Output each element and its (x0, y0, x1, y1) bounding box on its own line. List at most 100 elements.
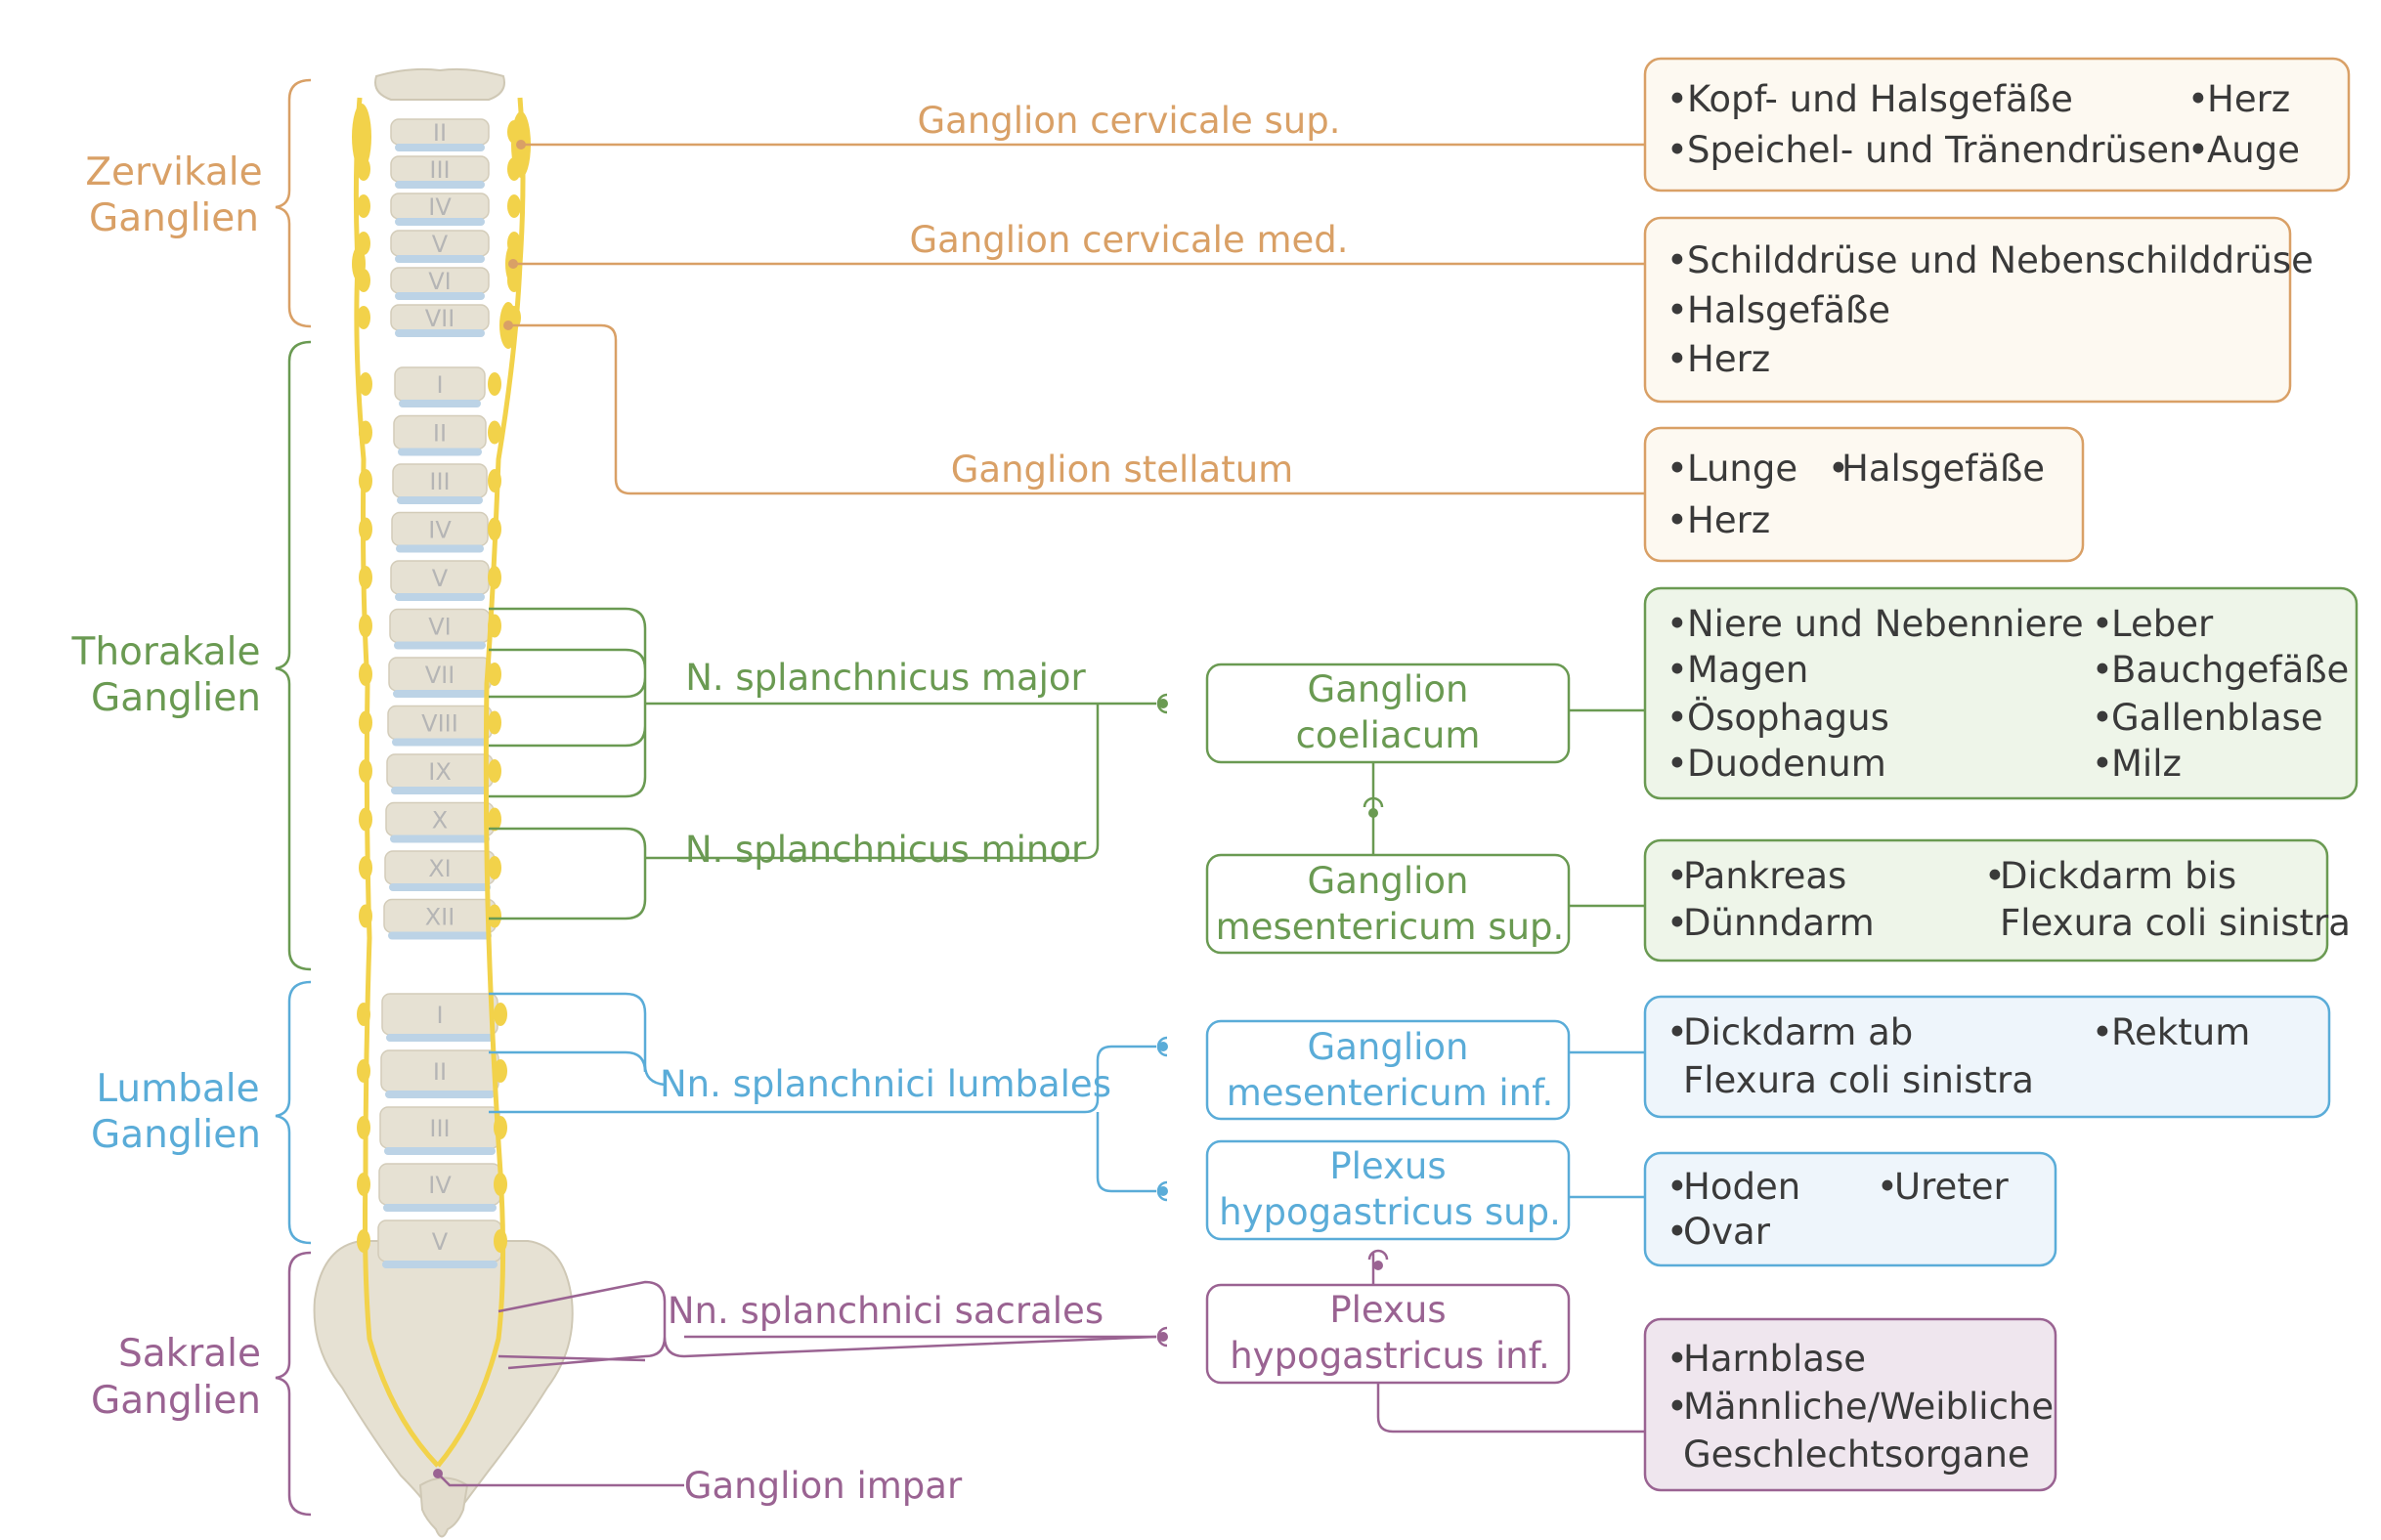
junction-mes-sup-arc (1363, 796, 1384, 808)
target-3-item3: Herz (1687, 499, 1770, 541)
target-5-item3: Dickdarm bis (2000, 855, 2236, 897)
chain-ganglia (352, 104, 531, 1253)
disc-thoracic-IX (391, 787, 489, 794)
vertebra-number-thoracic-II: II (433, 420, 447, 448)
vertebra-number-thoracic-VIII: VIII (421, 710, 458, 738)
label-splanchnicus-major: N. splanchnicus major (685, 657, 1086, 699)
line-hypo-inf-out (1376, 1380, 1645, 1433)
group-labels: Zervikale Ganglien Thorakale Ganglien Lu… (71, 150, 263, 1423)
line-splanchnicus-minor (489, 704, 1100, 920)
brace-sacral (275, 1251, 312, 1517)
chain-ganglion-right-thoracic-XI (488, 856, 501, 879)
target-6-item2: Flexura coli sinistra (1683, 1059, 2034, 1101)
mes-sup-line2: mesentericum sup. (1216, 906, 1565, 948)
vertebra-number-thoracic-VII: VII (425, 662, 455, 689)
target-5-item2: Dünndarm (1683, 902, 1875, 944)
junction-coeliacum (1158, 699, 1168, 708)
target-1-bullet1: • (1667, 78, 1688, 120)
chain-ganglion-right-cervical-IV (507, 194, 521, 218)
chain-ganglion-right-lumbar-II (494, 1059, 507, 1083)
chain-ganglion-left-lumbar-I (357, 1003, 370, 1026)
group-label-thoracic-2: Ganglien (91, 676, 261, 720)
target-7-item2: Ovar (1683, 1211, 1771, 1253)
vertebra-number-thoracic-VI: VI (428, 614, 452, 641)
target-6-item3: Rektum (2111, 1011, 2250, 1053)
target-5-bullet1: • (1667, 855, 1688, 897)
target-box-cervicale-med: • Schilddrüse und Nebenschilddrüse • Hal… (1643, 216, 2314, 404)
ganglion-boxes: Ganglion coeliacum Ganglion mesentericum… (1205, 663, 1571, 1385)
chain-ganglion-right-lumbar-V (494, 1229, 507, 1253)
target-box-hypo-inf: • Harnblase • Männliche/Weibliche Geschl… (1643, 1317, 2057, 1492)
vertebra-number-lumbar-V: V (432, 1228, 449, 1256)
junction-mes-inf-arc (1156, 1036, 1168, 1057)
large-cervical-ganglion-5 (352, 246, 366, 281)
group-label-sacral-2: Ganglien (91, 1379, 261, 1423)
disc-thoracic-XI (389, 883, 491, 891)
target-6-item1: Dickdarm ab (1683, 1011, 1913, 1053)
target-4-item1: Niere und Nebenniere (1687, 603, 2084, 645)
vertebra-number-thoracic-V: V (432, 565, 449, 592)
chain-ganglion-left-lumbar-II (357, 1059, 370, 1083)
coeliacum-line1: Ganglion (1308, 668, 1469, 710)
mes-sup-line1: Ganglion (1308, 860, 1469, 902)
chain-ganglion-left-thoracic-IV (359, 517, 372, 541)
target-3-bullet3: • (1667, 499, 1688, 541)
chain-ganglion-right-thoracic-I (488, 372, 501, 396)
chain-ganglion-right-thoracic-VI (488, 614, 501, 638)
vertebra-number-thoracic-IV: IV (428, 517, 452, 544)
disc-cervical-VII (395, 329, 485, 337)
vertebra-number-cervical-II: II (433, 119, 447, 147)
vertebra-atlas (374, 67, 505, 101)
hypo-inf-line2: hypogastricus inf. (1230, 1335, 1550, 1377)
line-splanchnici-lumbales (489, 992, 1156, 1193)
line-stellatum (508, 323, 1645, 495)
chain-ganglion-right-thoracic-III (488, 469, 501, 492)
target-box-hypo-sup: • Hoden • Ovar • Ureter (1643, 1151, 2057, 1267)
chain-ganglion-left-thoracic-V (359, 566, 372, 589)
label-stellatum: Ganglion stellatum (951, 449, 1293, 491)
vertebra-number-thoracic-I: I (436, 371, 443, 399)
junction-hypo-inf (1158, 1332, 1168, 1342)
disc-thoracic-VII (393, 690, 487, 698)
chain-ganglion-left-thoracic-I (359, 372, 372, 396)
target-1-item2: Speichel- und Tränendrüsen (1687, 129, 2191, 171)
target-4-bullet5: • (2092, 603, 2113, 645)
target-box-coeliacum: • Niere und Nebenniere • Magen • Ösophag… (1643, 586, 2359, 800)
target-4-bullet7: • (2092, 697, 2113, 739)
ganglion-box-hypo-inf: Plexus hypogastricus inf. (1205, 1283, 1571, 1385)
sacrum (313, 1240, 574, 1511)
brace-cervical (275, 78, 312, 328)
line-splanchnici-sacrales (498, 1280, 1157, 1370)
target-8-bullet1: • (1667, 1338, 1688, 1380)
junction-mes-inf (1158, 1042, 1168, 1051)
disc-lumbar-IV (383, 1204, 497, 1212)
vertebra-number-cervical-IV: IV (428, 193, 452, 221)
disc-thoracic-IV (396, 544, 484, 553)
junction-hypo-inf-arc (1156, 1326, 1168, 1348)
target-1-bullet2: • (1667, 129, 1688, 171)
ganglion-box-mes-inf: Ganglion mesentericum inf. (1205, 1019, 1571, 1121)
chain-ganglion-left-thoracic-XI (359, 856, 372, 879)
chain-ganglion-left-thoracic-VII (359, 663, 372, 686)
target-1-item3: Herz (2207, 78, 2290, 120)
disc-cervical-II (395, 144, 485, 151)
vertebra-number-lumbar-III: III (429, 1115, 450, 1142)
label-cervicale-sup: Ganglion cervicale sup. (918, 100, 1341, 142)
target-4-bullet4: • (1667, 743, 1688, 785)
chain-ganglion-left-thoracic-VI (359, 614, 372, 638)
target-7-bullet2: • (1667, 1211, 1688, 1253)
target-4-item2: Magen (1687, 649, 1808, 691)
target-box-mes-sup: • Pankreas • Dünndarm • Dickdarm bis Fle… (1643, 838, 2351, 962)
vertebra-number-lumbar-IV: IV (428, 1172, 452, 1199)
chain-ganglion-right-thoracic-VII (488, 663, 501, 686)
target-7-bullet1: • (1667, 1166, 1688, 1208)
chain-ganglion-left-lumbar-III (357, 1116, 370, 1139)
target-4-item8: Milz (2111, 743, 2182, 785)
chain-ganglion-left-thoracic-XII (359, 904, 372, 928)
disc-lumbar-III (384, 1147, 496, 1155)
target-4-bullet1: • (1667, 603, 1688, 645)
line-splanchnicus-major (489, 607, 1156, 798)
target-boxes: • Kopf- und Halsgefäße • Speichel- und T… (1643, 57, 2359, 1492)
target-7-item1: Hoden (1683, 1166, 1800, 1208)
vertebra-numbers: IIIIIIVVVIVIIIIIIIIIVVVIVIIVIIIIXXXIXIII… (421, 119, 458, 1256)
